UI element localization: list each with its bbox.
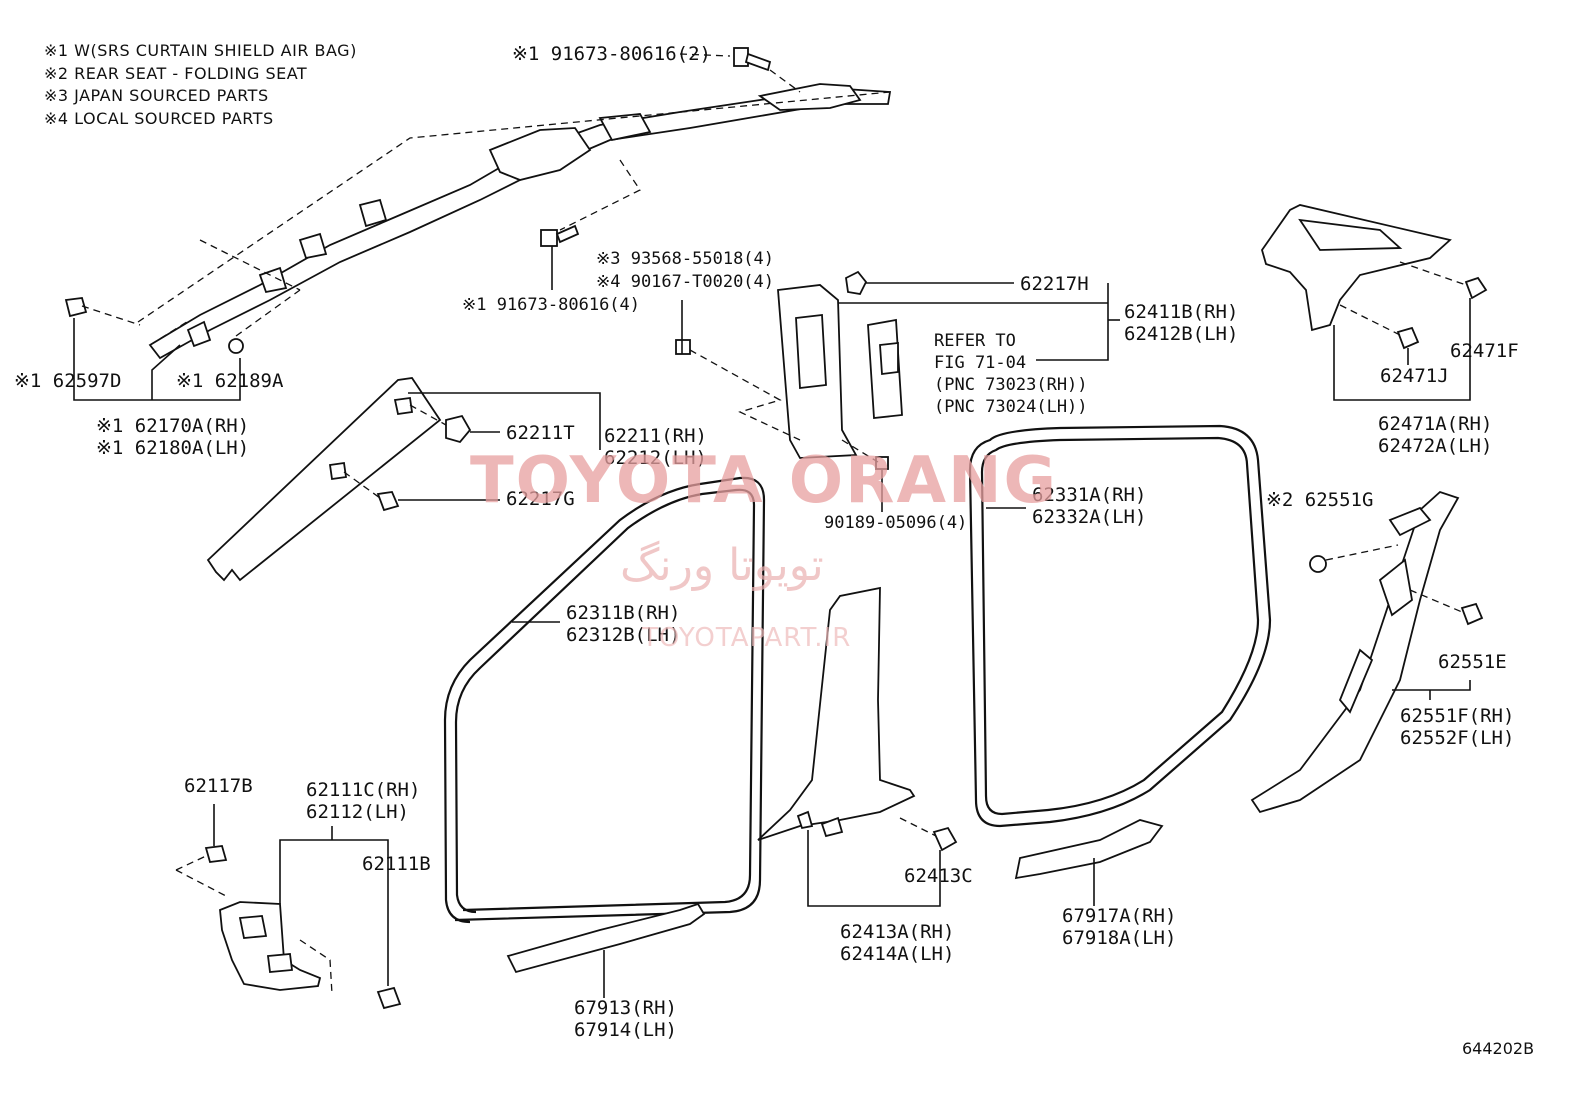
bolt-icon — [675, 339, 691, 355]
curtain-airbag-assembly — [64, 47, 892, 360]
label-67913: 67913(RH) — [574, 997, 677, 1019]
cowl-side-trim — [175, 845, 402, 1010]
clip-icon — [64, 297, 88, 318]
watermark-site: TOYOTAPART.IR — [641, 623, 851, 653]
label-62551F: 62551F(RH) — [1400, 705, 1514, 727]
front-door-opening-trim — [443, 476, 766, 924]
label-62472A: 62472A(LH) — [1378, 435, 1492, 457]
label-62212: 62212(LH) — [604, 447, 707, 469]
rear-seat-side-garnish — [1250, 490, 1484, 814]
label-62413A: 62413A(RH) — [840, 921, 954, 943]
clip-icon — [1460, 602, 1484, 626]
label-90167: ※4 90167-T0020(4) — [596, 272, 774, 292]
leaders-top — [73, 246, 553, 401]
label-90189: 90189-05096(4) — [824, 513, 967, 533]
label-62111B: 62111B — [362, 853, 431, 875]
center-pillar-lower-garnish — [757, 586, 958, 852]
leader-62111C — [279, 839, 389, 986]
label-pnc-73023: (PNC 73023(RH)) — [934, 375, 1088, 395]
watermark-title: TOYOTA ORANG — [470, 444, 1058, 518]
note-2: ※2 REAR SEAT - FOLDING SEAT — [44, 64, 307, 83]
clip-icon — [875, 456, 889, 470]
center-pillar-upper-garnish — [675, 270, 903, 470]
clip-icon — [376, 986, 402, 1010]
note-1: ※1 W(SRS CURTAIN SHIELD AIR BAG) — [44, 41, 357, 60]
label-62331A: 62331A(RH) — [1032, 484, 1146, 506]
label-62413C: 62413C — [904, 865, 973, 887]
label-62180A: ※1 62180A(LH) — [96, 437, 249, 459]
leader-62211 — [408, 392, 601, 450]
label-62414A: 62414A(LH) — [840, 943, 954, 965]
leader-62551F — [1392, 680, 1471, 691]
note-3: ※3 JAPAN SOURCED PARTS — [44, 86, 269, 105]
bolt-icon — [733, 47, 772, 72]
label-62217H: 62217H — [1020, 273, 1089, 295]
leader-62471A — [1333, 298, 1471, 401]
nut-icon — [204, 845, 228, 863]
label-62471A: 62471A(RH) — [1378, 413, 1492, 435]
watermark-persian: تویوتا ورنگ — [620, 540, 824, 591]
label-62117B: 62117B — [184, 775, 253, 797]
front-door-scuff-plate — [506, 902, 706, 974]
notes-block: ※1 W(SRS CURTAIN SHIELD AIR BAG) ※2 REAR… — [44, 41, 357, 128]
clip-icon — [1396, 326, 1420, 350]
label-62551E: 62551E — [1438, 651, 1507, 673]
rear-door-opening-trim — [968, 424, 1272, 828]
clip-icon — [1309, 555, 1327, 573]
leader-62413A — [807, 830, 941, 907]
label-62551G: ※2 62551G — [1266, 489, 1373, 511]
label-62332A: 62332A(LH) — [1032, 506, 1146, 528]
roof-side-inner-garnish — [1261, 204, 1488, 350]
label-91673-top: ※1 91673-80616(2) — [512, 43, 711, 65]
label-62211T: 62211T — [506, 422, 575, 444]
label-62471J: 62471J — [1380, 365, 1449, 387]
bolt-icon — [540, 224, 580, 247]
clip-icon — [1464, 276, 1488, 300]
label-62552F: 62552F(LH) — [1400, 727, 1514, 749]
clip-icon — [376, 491, 400, 512]
label-62412B: 62412B(LH) — [1124, 323, 1238, 345]
watermark: TOYOTA ORANG تویوتا ورنگ TOYOTAPART.IR — [470, 444, 1058, 653]
rear-door-scuff-plate — [1014, 819, 1164, 880]
label-67917A: 67917A(RH) — [1062, 905, 1176, 927]
label-67918A: 67918A(LH) — [1062, 927, 1176, 949]
label-62217G: 62217G — [506, 488, 575, 510]
clip-icon — [932, 826, 958, 852]
label-62211: 62211(RH) — [604, 425, 707, 447]
clip-icon — [845, 270, 868, 295]
label-93568: ※3 93568-55018(4) — [596, 249, 774, 269]
label-62411B: 62411B(RH) — [1124, 301, 1238, 323]
label-62311B: 62311B(RH) — [566, 602, 680, 624]
note-4: ※4 LOCAL SOURCED PARTS — [44, 109, 274, 128]
label-67914: 67914(LH) — [574, 1019, 677, 1041]
label-62112: 62112(LH) — [306, 801, 409, 823]
clip-icon — [228, 338, 244, 354]
label-62189A: ※1 62189A — [176, 370, 284, 392]
figure-code: 644202B — [1462, 1039, 1534, 1058]
label-62471F: 62471F — [1450, 340, 1519, 362]
leader-refer — [1036, 283, 1109, 361]
clip-icon — [445, 414, 472, 444]
label-62597D: ※1 62597D — [14, 370, 121, 392]
label-refer-to: REFER TO — [934, 331, 1016, 351]
label-fig-71-04: FIG 71-04 — [934, 353, 1026, 373]
label-62312B: 62312B(LH) — [566, 624, 680, 646]
label-91673-mid: ※1 91673-80616(4) — [462, 295, 640, 315]
label-62170A: ※1 62170A(RH) — [96, 415, 249, 437]
label-pnc-73024: (PNC 73024(LH)) — [934, 397, 1088, 417]
front-pillar-garnish — [206, 377, 472, 582]
label-62111C: 62111C(RH) — [306, 779, 420, 801]
